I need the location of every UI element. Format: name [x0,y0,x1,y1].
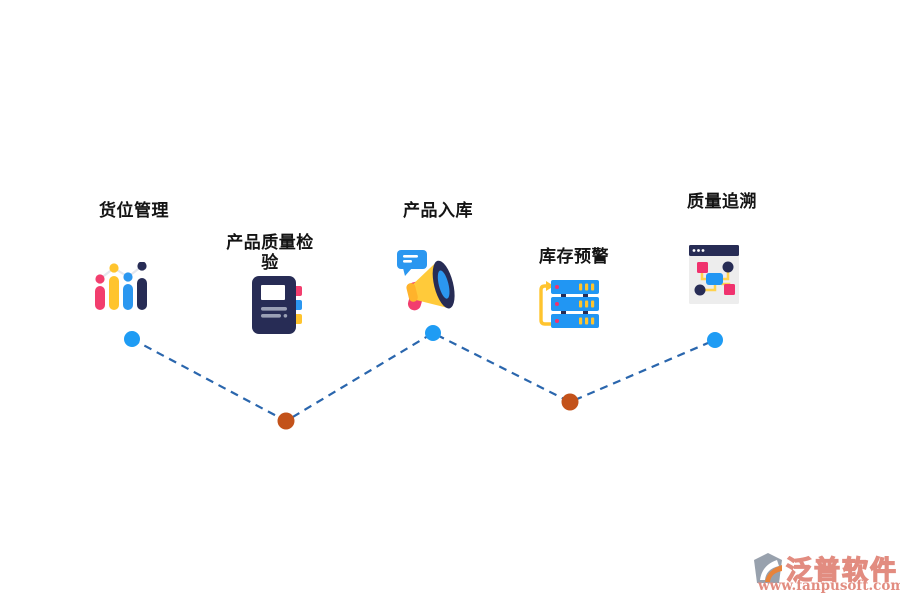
milestone-dot-1 [124,331,140,347]
bar-chart-icon [95,262,147,310]
step-label-huowei-guanli: 货位管理 [99,201,169,221]
watermark: 泛普软件 www.fanpusoft.com [752,552,900,596]
watermark-brand: 泛普软件 [785,555,899,586]
watermark-url: www.fanpusoft.com [758,578,900,594]
step-label-zhiliang-jianyan: 产品质量检验 [226,233,314,273]
step-label-chanpin-ruku: 产品入库 [403,201,473,221]
milestone-dot-4 [561,393,579,411]
milestone-dot-5 [707,332,723,348]
kanban-window-icon [689,245,739,304]
megaphone-icon [397,250,455,311]
fanpu-logo-icon [754,553,782,583]
notebook-icon [252,276,302,334]
server-stack-icon [539,280,599,328]
step-label-zhiliang-zhuisu: 质量追溯 [687,192,757,212]
step-label-kucun-yujing: 库存预警 [539,247,609,267]
milestone-dot-3 [425,325,441,341]
milestone-dot-2 [277,412,295,430]
connector-path [131,331,716,423]
